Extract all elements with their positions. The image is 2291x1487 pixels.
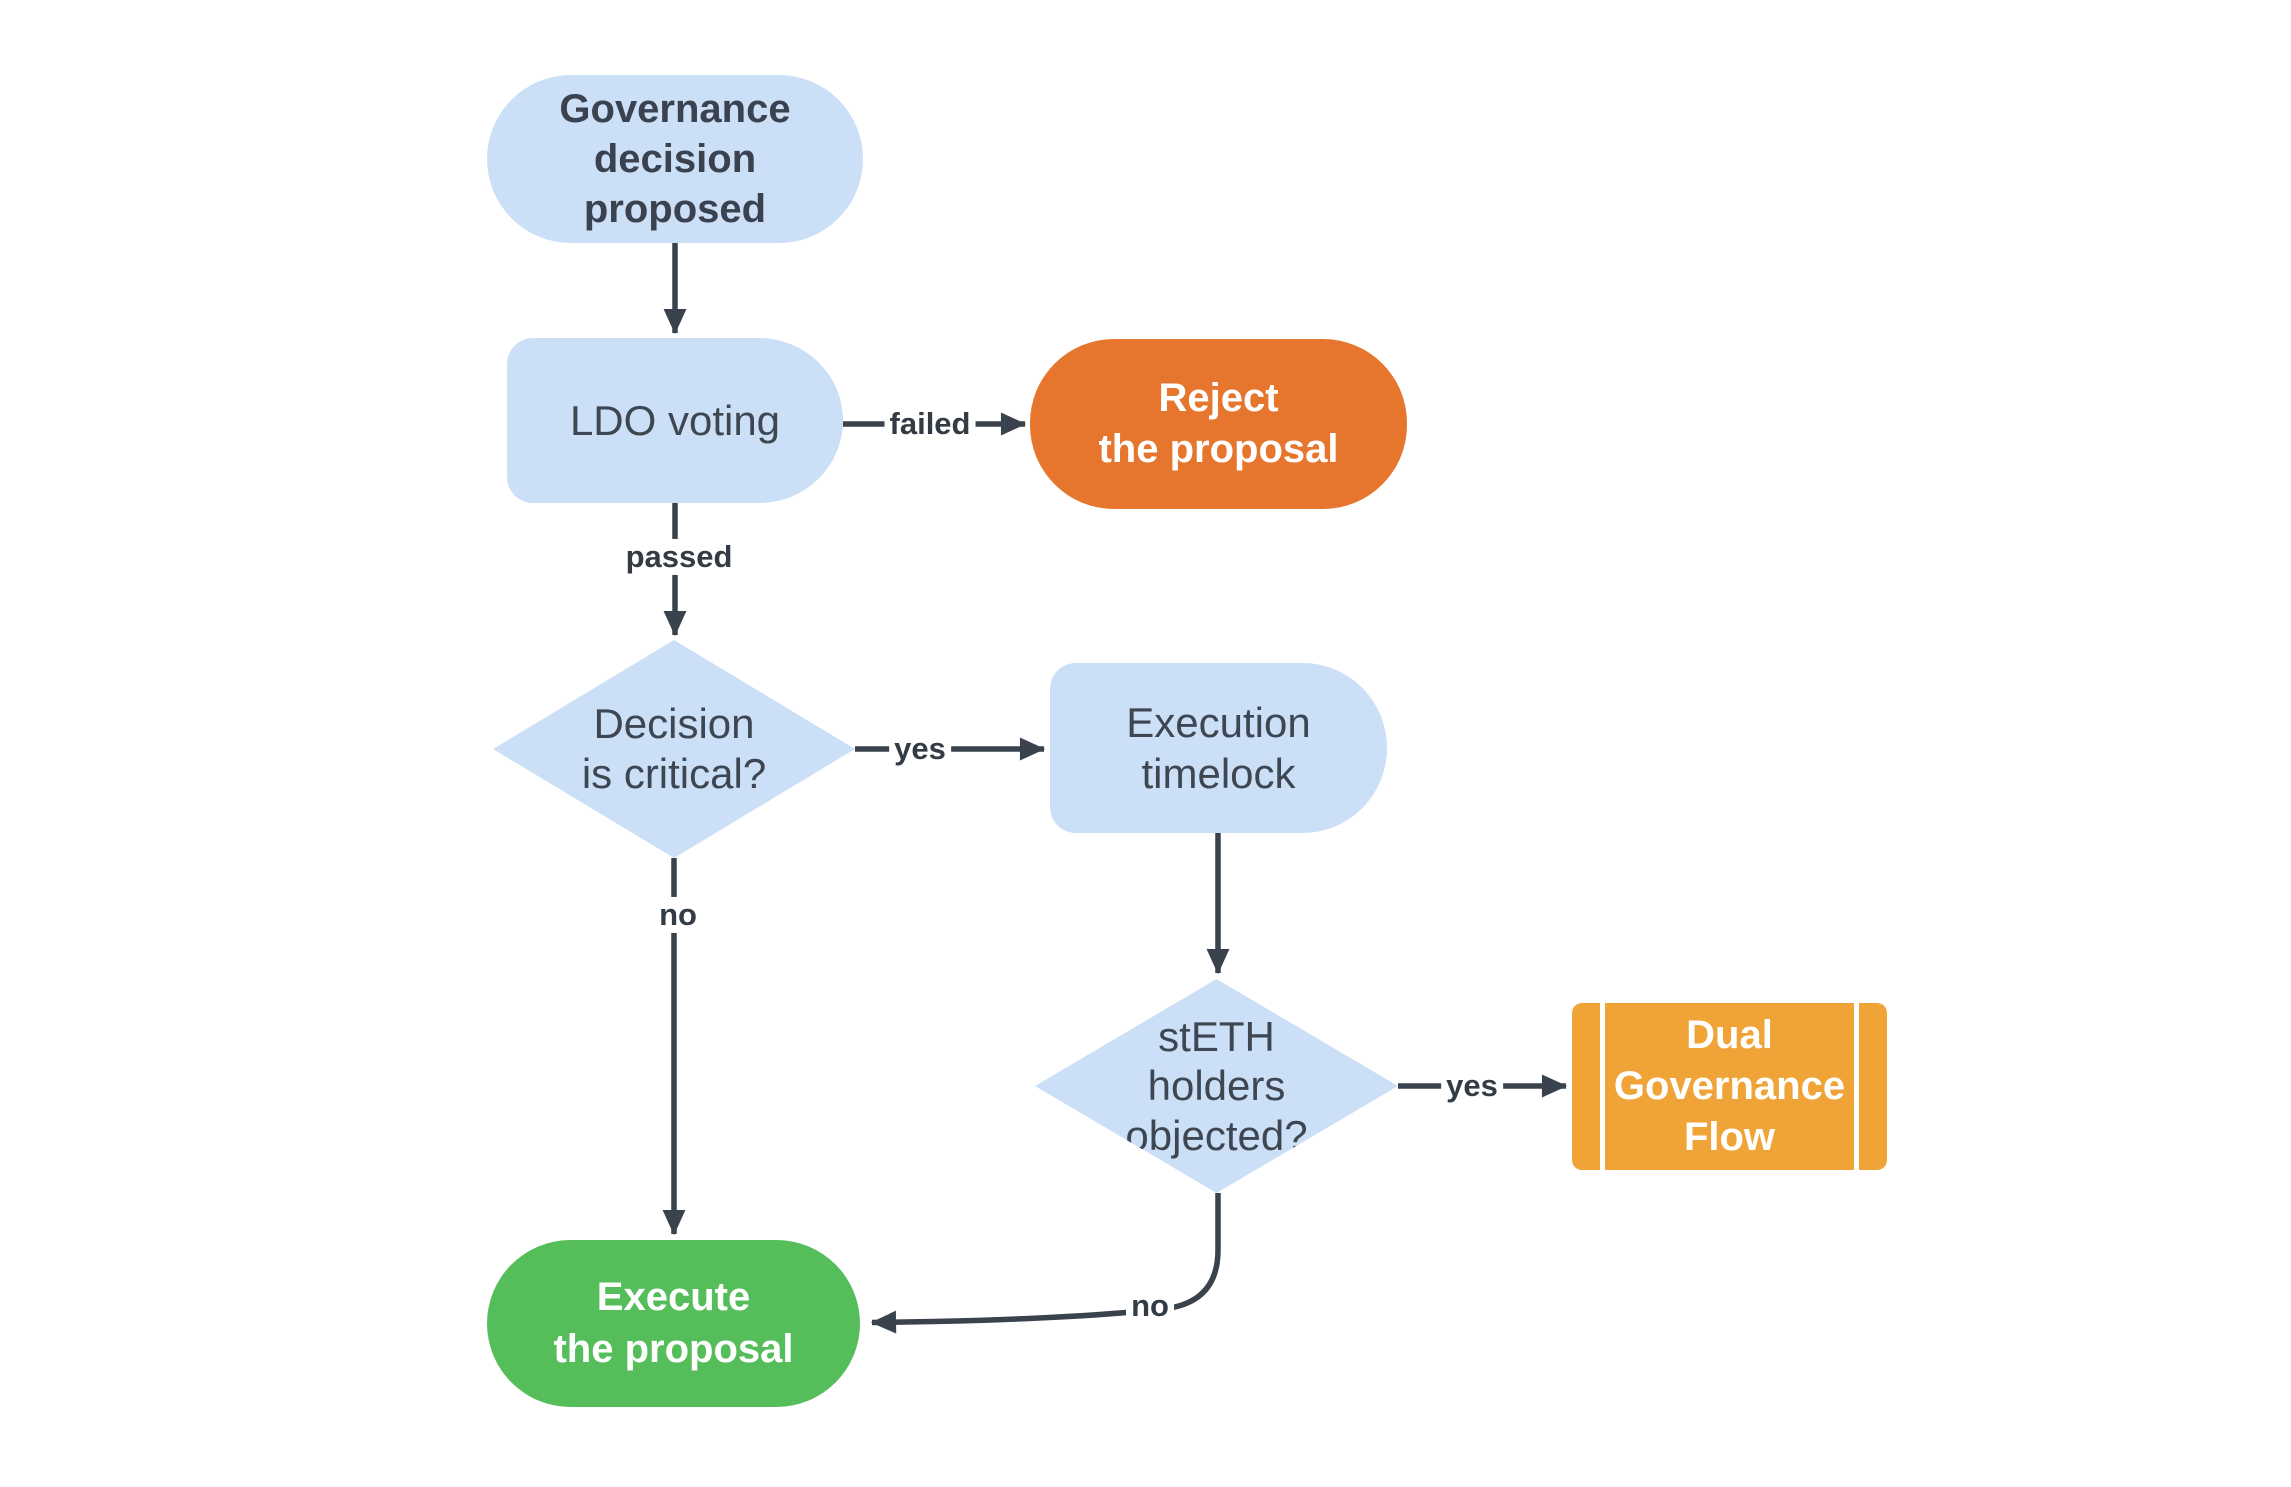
node-dual-governance-flow: Dual Governance Flow (1572, 1003, 1887, 1170)
edge-label-passed: passed (620, 538, 738, 576)
edge-label-objected-no: no (1126, 1287, 1174, 1325)
node-execute-the-proposal: Execute the proposal (487, 1240, 860, 1407)
edge-label-critical-no: no (654, 896, 702, 934)
subprocess-bar-right (1854, 1003, 1859, 1170)
node-reject-the-proposal: Reject the proposal (1030, 339, 1407, 509)
node-governance-decision-proposed: Governance decision proposed (487, 75, 863, 243)
edge-label-failed: failed (884, 405, 976, 443)
subprocess-bar-left (1600, 1003, 1605, 1170)
edge-label-critical-yes: yes (889, 730, 951, 768)
edge-label-objected-yes: yes (1441, 1067, 1503, 1105)
node-execution-timelock: Execution timelock (1050, 663, 1387, 833)
node-ldo-voting: LDO voting (507, 338, 843, 503)
dual-governance-label: Dual Governance Flow (1613, 1012, 1846, 1160)
